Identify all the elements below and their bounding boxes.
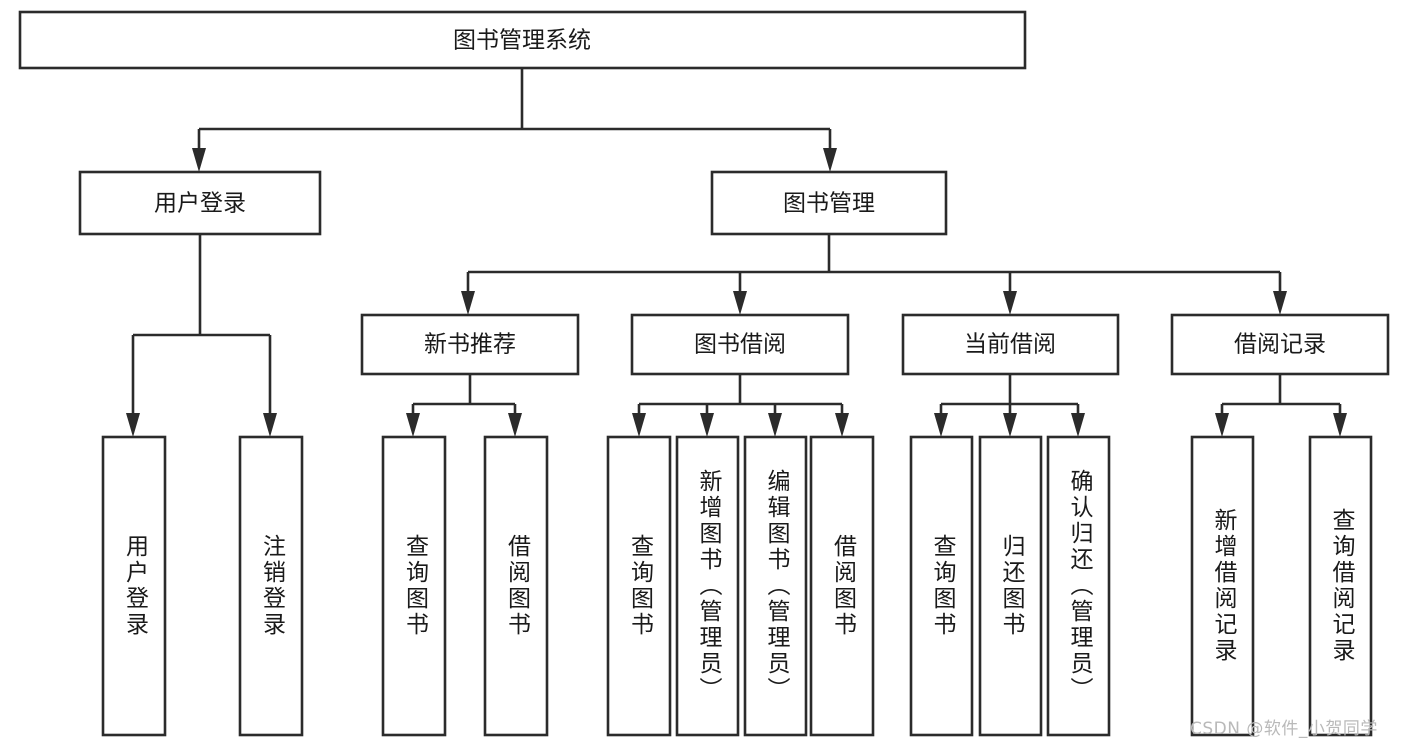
csdn-watermark: CSDN @软件_小贺同学 [1190,719,1378,739]
connector-current-borrow-to-leaves [934,374,1085,437]
arrow-head-to-user-login [192,148,206,172]
arrow-head-leaf-cb-1 [1003,413,1017,437]
node-current-borrow-box [901,313,1120,376]
connector-borrow-record-to-leaves [1215,374,1347,437]
arrow-head-leaf-user-login-1 [263,413,277,437]
node-book-manage[interactable]: 图书管理 [710,170,948,236]
node-user-login[interactable]: 用户登录 [78,170,322,236]
connector-book-borrow-to-leaves [632,374,849,437]
leaf-box-borrow-record-1[interactable] [1308,435,1373,737]
arrow-head-to-new-book-recommend [461,291,475,315]
node-current-borrow-label: 当前借阅 [964,332,1056,358]
arrow-head-leaf-bb-1 [700,413,714,437]
arrow-head-leaf-nbr-0 [406,413,420,437]
node-new-book-recommend-label: 新书推荐 [424,332,516,358]
arrow-head-leaf-bb-3 [835,413,849,437]
leaf-box-book-borrow-3[interactable] [809,435,875,737]
node-new-book-recommend-box [360,313,580,376]
node-borrow-record[interactable]: 借阅记录 [1170,313,1390,376]
leaf-box-borrow-record-0[interactable] [1190,435,1255,737]
connector-root-to-level2 [192,68,837,172]
leaf-box-user-login-1[interactable] [238,435,304,737]
node-borrow-record-label: 借阅记录 [1234,332,1326,358]
arrow-head-leaf-bb-2 [768,413,782,437]
leaf-box-new-book-recommend-1[interactable] [483,435,549,737]
leaf-box-user-login-0[interactable] [101,435,167,737]
node-current-borrow[interactable]: 当前借阅 [901,313,1120,376]
leaf-box-current-borrow-2[interactable] [1046,435,1111,737]
connector-book-manage-to-level3 [461,234,1287,315]
arrow-head-leaf-user-login-0 [126,413,140,437]
node-user-login-label: 用户登录 [154,191,246,217]
leaf-box-book-borrow-1[interactable] [675,435,740,737]
node-root-label: 图书管理系统 [453,28,591,54]
arrow-head-leaf-cb-2 [1071,413,1085,437]
arrow-head-leaf-bb-0 [632,413,646,437]
node-root-box [18,10,1027,70]
arrow-head-to-borrow-record [1273,291,1287,315]
node-book-manage-box [710,170,948,236]
arrow-head-leaf-nbr-1 [508,413,522,437]
node-borrow-record-box [1170,313,1390,376]
node-book-borrow-box [630,313,850,376]
leaf-box-book-borrow-0[interactable] [606,435,672,737]
arrow-head-to-book-manage [823,148,837,172]
node-book-borrow[interactable]: 图书借阅 [630,313,850,376]
arrow-head-leaf-br-0 [1215,413,1229,437]
node-new-book-recommend[interactable]: 新书推荐 [360,313,580,376]
connector-user-login-to-leaves [126,234,277,437]
arrow-head-to-current-borrow [1003,291,1017,315]
leaf-box-new-book-recommend-0[interactable] [381,435,447,737]
node-root[interactable]: 图书管理系统 [18,10,1027,70]
node-book-manage-label: 图书管理 [783,191,875,217]
connector-new-book-recommend-to-leaves [406,374,522,437]
arrow-head-leaf-br-1 [1333,413,1347,437]
arrow-head-to-book-borrow [733,291,747,315]
leaf-box-current-borrow-1[interactable] [978,435,1043,737]
leaf-box-current-borrow-0[interactable] [909,435,974,737]
leaf-box-book-borrow-2[interactable] [743,435,808,737]
node-book-borrow-label: 图书借阅 [694,332,786,358]
arrow-head-leaf-cb-0 [934,413,948,437]
